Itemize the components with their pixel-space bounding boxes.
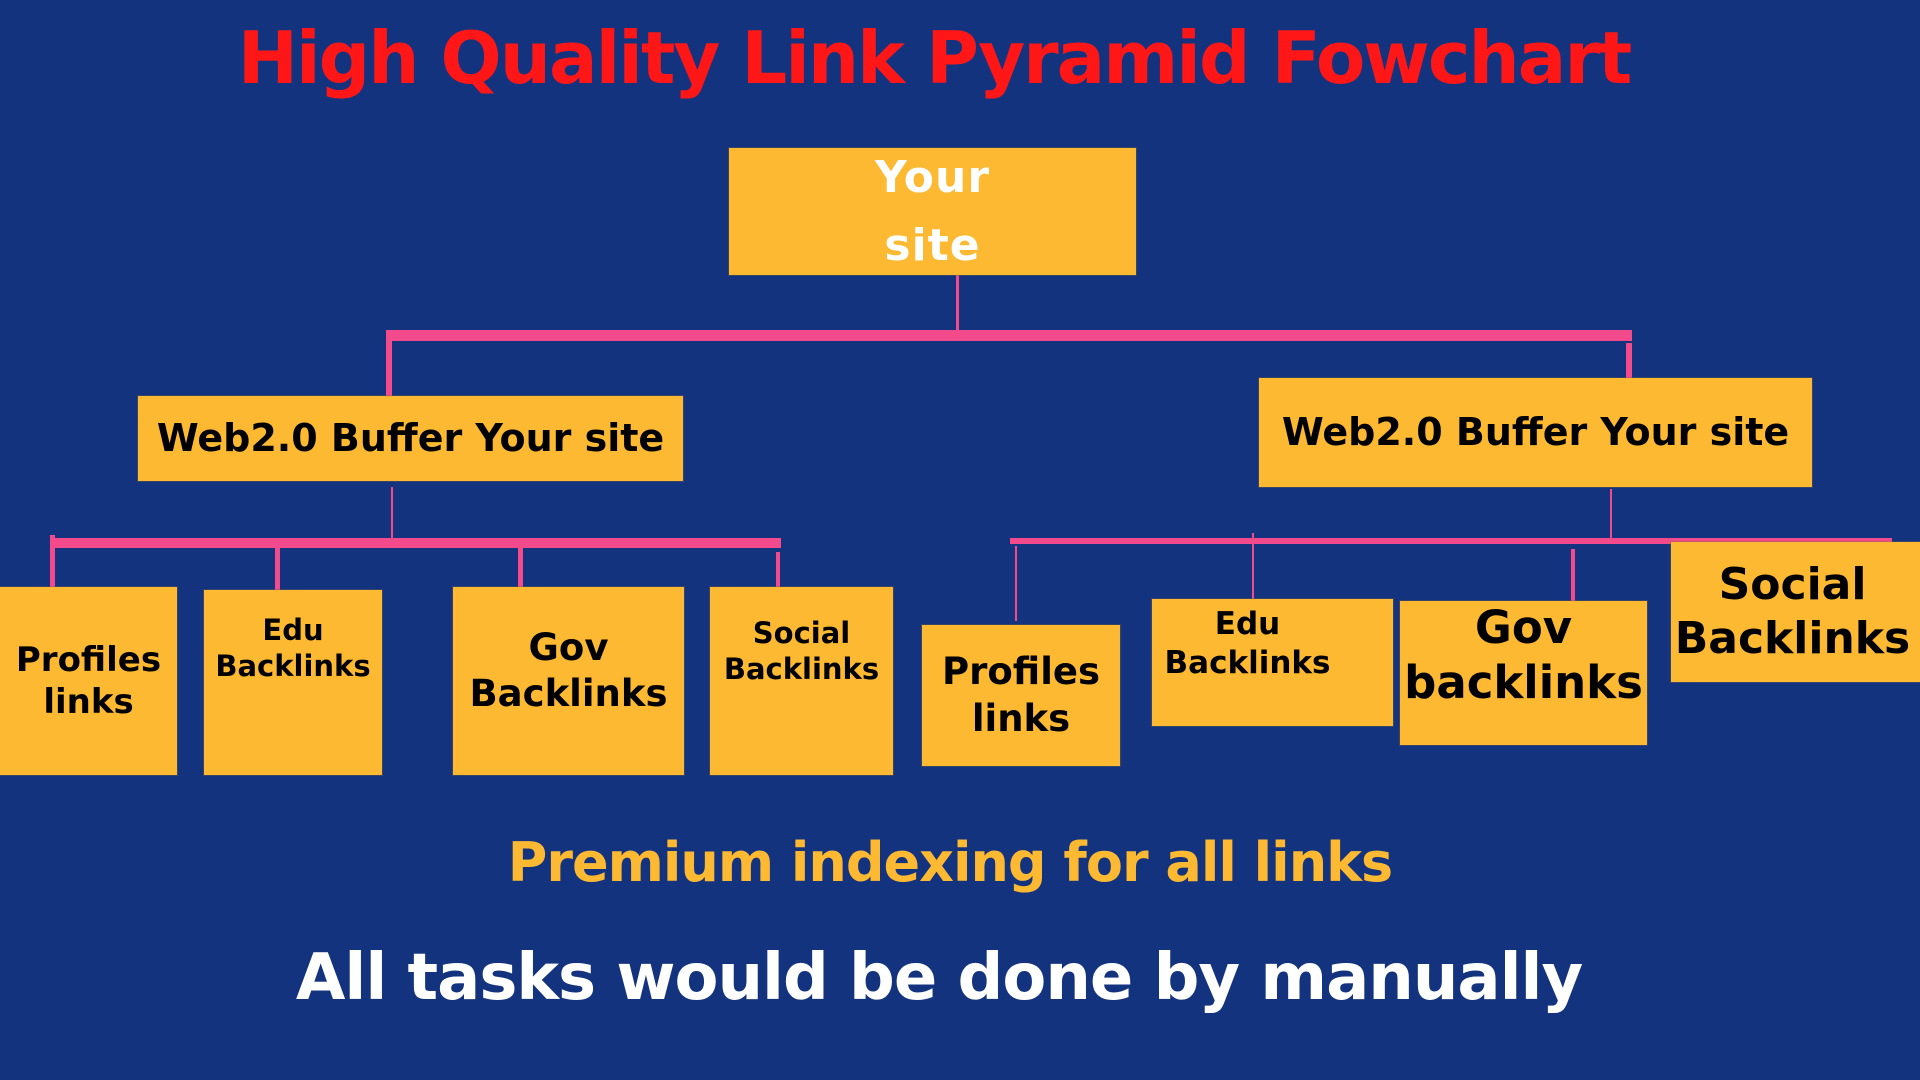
tier1-node-left-label: Web2.0 Buffer Your site: [156, 415, 665, 460]
tier1-node-right: Web2.0 Buffer Your site: [1259, 378, 1812, 487]
tier2-right-social-line1: Social: [1718, 559, 1867, 611]
tier2-right-profiles-line1: Profiles: [941, 650, 1100, 694]
tier2-left-social-node: Social Backlinks: [710, 587, 893, 775]
tier2-right-profiles-line2: links: [971, 696, 1071, 740]
connector-tier1-bar: [386, 330, 1632, 341]
chart-title: High Quality Link Pyramid Fowchart: [237, 16, 1633, 100]
connector-drop-right-web2: [1626, 343, 1632, 378]
tier2-left-edu-node: Edu Backlinks: [204, 590, 382, 775]
connector-left-tier2-bar: [50, 538, 781, 548]
connector-drop-right-profiles: [1015, 546, 1017, 621]
tier2-right-social-line2: Backlinks: [1674, 613, 1911, 664]
tier2-left-edu-line1: Edu: [262, 613, 324, 647]
tier2-right-edu-line1: Edu: [1214, 606, 1281, 642]
connector-root-down: [956, 275, 959, 333]
connector-left-web2-down: [391, 487, 393, 539]
tier2-left-gov-line1: Gov: [528, 626, 609, 669]
root-node-line2: site: [884, 219, 981, 271]
tier2-right-gov-line1: Gov: [1474, 601, 1573, 654]
tier1-node-left: Web2.0 Buffer Your site: [138, 396, 683, 481]
tier2-right-gov-node: Gov backlinks: [1400, 601, 1647, 745]
tier1-node-right-label: Web2.0 Buffer Your site: [1281, 409, 1790, 454]
connector-drop-left-web2: [386, 333, 392, 397]
root-node-your-site: Your site: [729, 148, 1136, 275]
connector-drop-right-gov: [1571, 549, 1575, 601]
tier2-left-profiles-node: Profiles links: [0, 587, 177, 775]
connector-right-tier2-bar: [1010, 538, 1892, 544]
connector-drop-left-social: [776, 552, 780, 588]
tier2-left-gov-line2: Backlinks: [469, 672, 668, 716]
tier2-left-edu-line2: Backlinks: [215, 649, 371, 684]
footer-premium-indexing: Premium indexing for all links: [507, 831, 1393, 894]
connector-drop-left-gov: [518, 546, 523, 598]
tier2-left-gov-node: Gov Backlinks: [453, 587, 684, 775]
tier2-left-social-line1: Social: [752, 616, 851, 650]
connector-drop-left-edu: [275, 546, 280, 598]
connector-drop-right-edu: [1252, 533, 1254, 608]
tier2-left-profiles-line1: Profiles: [15, 639, 162, 680]
tier2-right-profiles-node: Profiles links: [922, 625, 1120, 766]
tier2-right-social-node: Social Backlinks: [1671, 542, 1920, 682]
connector-right-web2-down: [1610, 489, 1612, 539]
tier2-right-edu-node: Edu Backlinks: [1152, 599, 1393, 726]
footer-manual-tasks: All tasks would be done by manually: [295, 941, 1583, 1015]
tier2-left-social-line2: Backlinks: [723, 652, 880, 687]
root-node-line1: Your: [874, 151, 991, 203]
tier2-left-profiles-line2: links: [43, 682, 134, 722]
tier2-right-edu-line2: Backlinks: [1164, 644, 1331, 681]
tier2-right-gov-line2: backlinks: [1404, 655, 1643, 709]
connector-drop-left-profiles: [50, 535, 55, 590]
